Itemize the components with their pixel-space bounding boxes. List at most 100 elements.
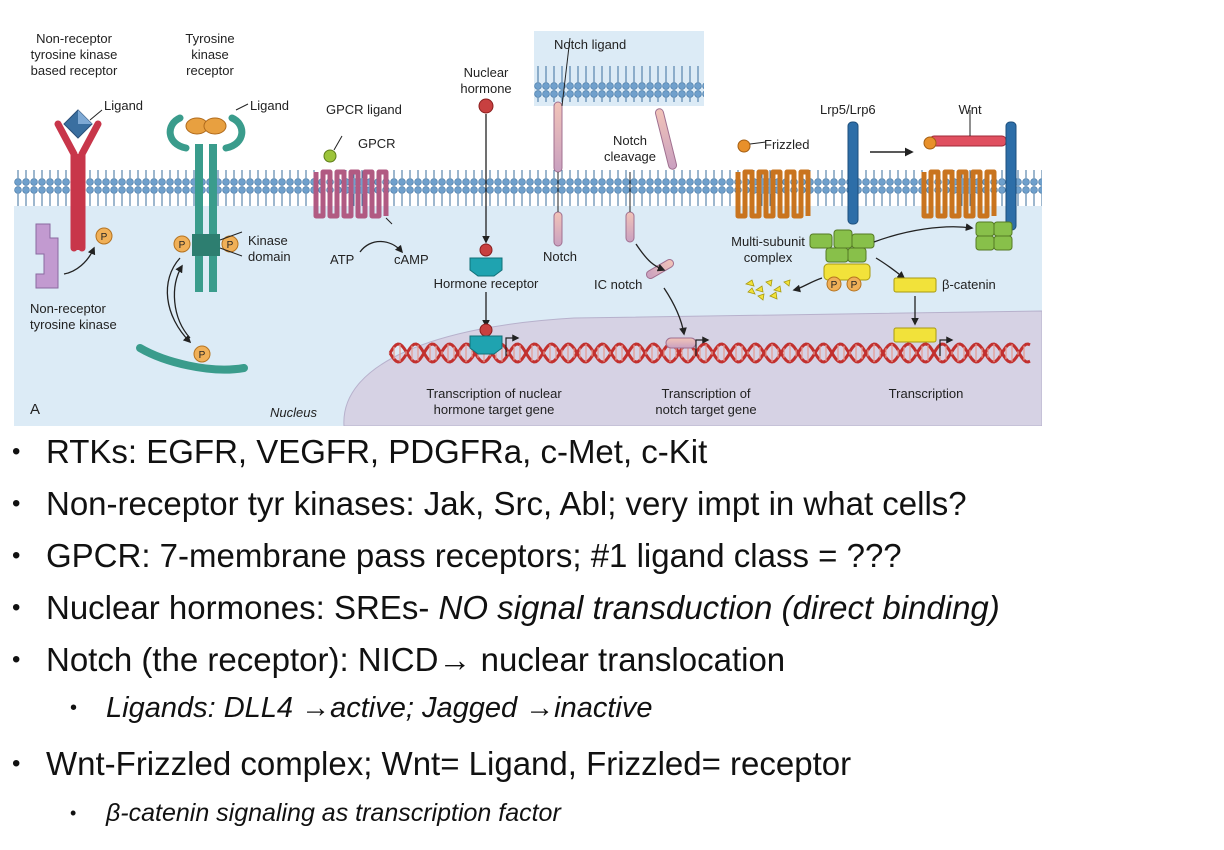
bullet-text: → bbox=[301, 692, 331, 724]
nuclear-hormone-pathway bbox=[469, 98, 520, 356]
ligand-orange-2 bbox=[203, 117, 227, 135]
phospho-p-1 bbox=[95, 227, 113, 245]
phospho-p-2 bbox=[173, 235, 191, 253]
bullet-item: Non-receptor tyr kinases: Jak, Src, Abl;… bbox=[46, 484, 967, 524]
wnt-ligand-bar bbox=[929, 135, 1007, 147]
ic-notch-label: IC notch bbox=[594, 277, 642, 292]
notch-ligand-label: Notch ligand bbox=[554, 37, 626, 52]
bullet-text: NO signal transduction (direct binding) bbox=[438, 589, 1000, 626]
ligand-cell-membrane bbox=[534, 66, 704, 102]
tk-receptor-label-2: kinase bbox=[191, 47, 229, 62]
bullet-text: Ligands: DLL4 bbox=[106, 692, 302, 724]
kinase-domain bbox=[192, 234, 220, 256]
notch-cleaved-rod bbox=[654, 108, 678, 170]
nr-kinase-label-1: Non-receptor bbox=[30, 301, 107, 316]
hormone-receptor-label: Hormone receptor bbox=[434, 276, 539, 291]
bullet-list: • RTKs: EGFR, VEGFR, PDGFRa, c-Met, c-Kit… bbox=[0, 428, 1224, 848]
p-label: P bbox=[179, 240, 186, 251]
tx-notch-label-2: notch target gene bbox=[655, 402, 756, 417]
pathway-diagram: P Non-receptor tyrosine kinase based rec… bbox=[14, 26, 1042, 426]
tx-nuclear-label-2: hormone target gene bbox=[434, 402, 555, 417]
non-receptor-tyrosine-kinase bbox=[35, 223, 59, 289]
nucleus-label: Nucleus bbox=[270, 405, 317, 420]
bullet-text: → bbox=[525, 692, 555, 724]
lrp-rod-1 bbox=[847, 121, 859, 225]
bullet-item: Ligands: DLL4 →active; Jagged →inactive bbox=[106, 690, 653, 726]
notch-ligand-rod bbox=[553, 101, 563, 173]
nr-receptor-label-3: based receptor bbox=[31, 63, 118, 78]
bullet-text: Notch (the receptor): NICD bbox=[46, 641, 439, 678]
tyrosine-kinase-receptor: P P P bbox=[136, 103, 249, 374]
bullet-item: RTKs: EGFR, VEGFR, PDGFRa, c-Met, c-Kit bbox=[46, 432, 707, 472]
nr-receptor-label-2: tyrosine kinase bbox=[31, 47, 118, 62]
bullet-text: RTKs: EGFR, VEGFR, PDGFRa, c-Met, c-Kit bbox=[46, 433, 708, 470]
notch-label: Notch bbox=[543, 249, 577, 264]
bullet-text: nuclear translocation bbox=[471, 641, 786, 678]
kinase-domain-label-2: domain bbox=[248, 249, 291, 264]
plasma-membrane bbox=[14, 170, 1042, 206]
camp-label: cAMP bbox=[394, 252, 429, 267]
frizzled-receptor-1 bbox=[735, 169, 811, 219]
frizzled-label: Frizzled bbox=[764, 137, 810, 152]
phospho-p-4 bbox=[193, 345, 211, 363]
bullet-glyph: • bbox=[12, 438, 21, 465]
lrp-rod-2 bbox=[1005, 121, 1017, 231]
bullet-item: Notch (the receptor): NICD→ nuclear tran… bbox=[46, 640, 785, 680]
bullet-text: inactive bbox=[554, 692, 653, 724]
p-label: P bbox=[851, 280, 858, 291]
p-label: P bbox=[227, 240, 234, 251]
nuclear-hormone-label-1: Nuclear bbox=[464, 65, 509, 80]
beta-catenin-box bbox=[893, 277, 937, 293]
ligand-label-2: Ligand bbox=[250, 98, 289, 113]
ligand-label-1: Ligand bbox=[104, 98, 143, 113]
signaling-pathways-figure: P Non-receptor tyrosine kinase based rec… bbox=[14, 26, 1042, 426]
p-label: P bbox=[101, 232, 108, 243]
wnt-label: Wnt bbox=[958, 102, 982, 117]
gpcr-label: GPCR bbox=[358, 136, 396, 151]
panel-letter: A bbox=[30, 401, 40, 418]
notch-cleavage-label-1: Notch bbox=[613, 133, 647, 148]
tx-nuclear-label-1: Transcription of nuclear bbox=[426, 386, 562, 401]
bullet-item: Wnt-Frizzled complex; Wnt= Ligand, Frizz… bbox=[46, 744, 851, 784]
beta-catenin-fragments bbox=[745, 279, 791, 301]
beta-catenin-label: β-catenin bbox=[942, 277, 996, 292]
bullet-text: Non-receptor tyr kinases: Jak, Src, Abl;… bbox=[46, 485, 967, 522]
bullet-text: active; Jagged bbox=[330, 692, 526, 724]
bullet-item: Nuclear hormones: SREs- NO signal transd… bbox=[46, 588, 1000, 628]
bullet-glyph: • bbox=[70, 803, 77, 823]
p-label: P bbox=[831, 280, 838, 291]
gpcr-ligand-label: GPCR ligand bbox=[326, 102, 402, 117]
nuclear-hormone-label-2: hormone bbox=[460, 81, 511, 96]
bullet-text: Wnt-Frizzled complex; Wnt= Ligand, Frizz… bbox=[46, 745, 852, 782]
tx-notch-label-1: Transcription of bbox=[661, 386, 750, 401]
lrp-label: Lrp5/Lrp6 bbox=[820, 102, 876, 117]
multi-subunit-complex: P P bbox=[809, 229, 875, 292]
bullet-text: Nuclear hormones: SREs- bbox=[46, 589, 439, 626]
nuclear-hormone-dot bbox=[478, 98, 494, 114]
tk-receptor-label-1: Tyrosine bbox=[185, 31, 234, 46]
bullet-glyph: • bbox=[12, 542, 21, 569]
notch-cleavage-label-2: cleavage bbox=[604, 149, 656, 164]
beta-catenin-nuclear-box bbox=[893, 327, 937, 343]
kinase-domain-label-1: Kinase bbox=[248, 233, 288, 248]
nr-kinase-label-2: tyrosine kinase bbox=[30, 317, 117, 332]
p-label: P bbox=[199, 350, 206, 361]
substrate-protein bbox=[136, 344, 248, 374]
hormone-receptor-shape bbox=[469, 257, 503, 277]
multi-subunit-label-1: Multi-subunit bbox=[731, 234, 805, 249]
bullet-glyph: • bbox=[12, 646, 21, 673]
bullet-item: β-catenin signaling as transcription fac… bbox=[106, 798, 561, 828]
bullet-text: → bbox=[438, 641, 472, 678]
bullet-glyph: • bbox=[12, 594, 21, 621]
frizzled-receptor-2 bbox=[921, 169, 997, 219]
bullet-glyph: • bbox=[12, 490, 21, 517]
wnt-frizzled-pathway: P P bbox=[735, 110, 1017, 356]
bullet-glyph: • bbox=[70, 697, 78, 719]
nr-tk-based-receptor: P bbox=[35, 109, 113, 289]
tx-label: Transcription bbox=[889, 386, 964, 401]
notch-receptor-rod bbox=[553, 211, 563, 247]
multi-subunit-label-2: complex bbox=[744, 250, 793, 265]
bullet-item: GPCR: 7-membrane pass receptors; #1 liga… bbox=[46, 536, 902, 576]
bullet-text: GPCR: 7-membrane pass receptors; #1 liga… bbox=[46, 537, 902, 574]
atp-label: ATP bbox=[330, 252, 354, 267]
